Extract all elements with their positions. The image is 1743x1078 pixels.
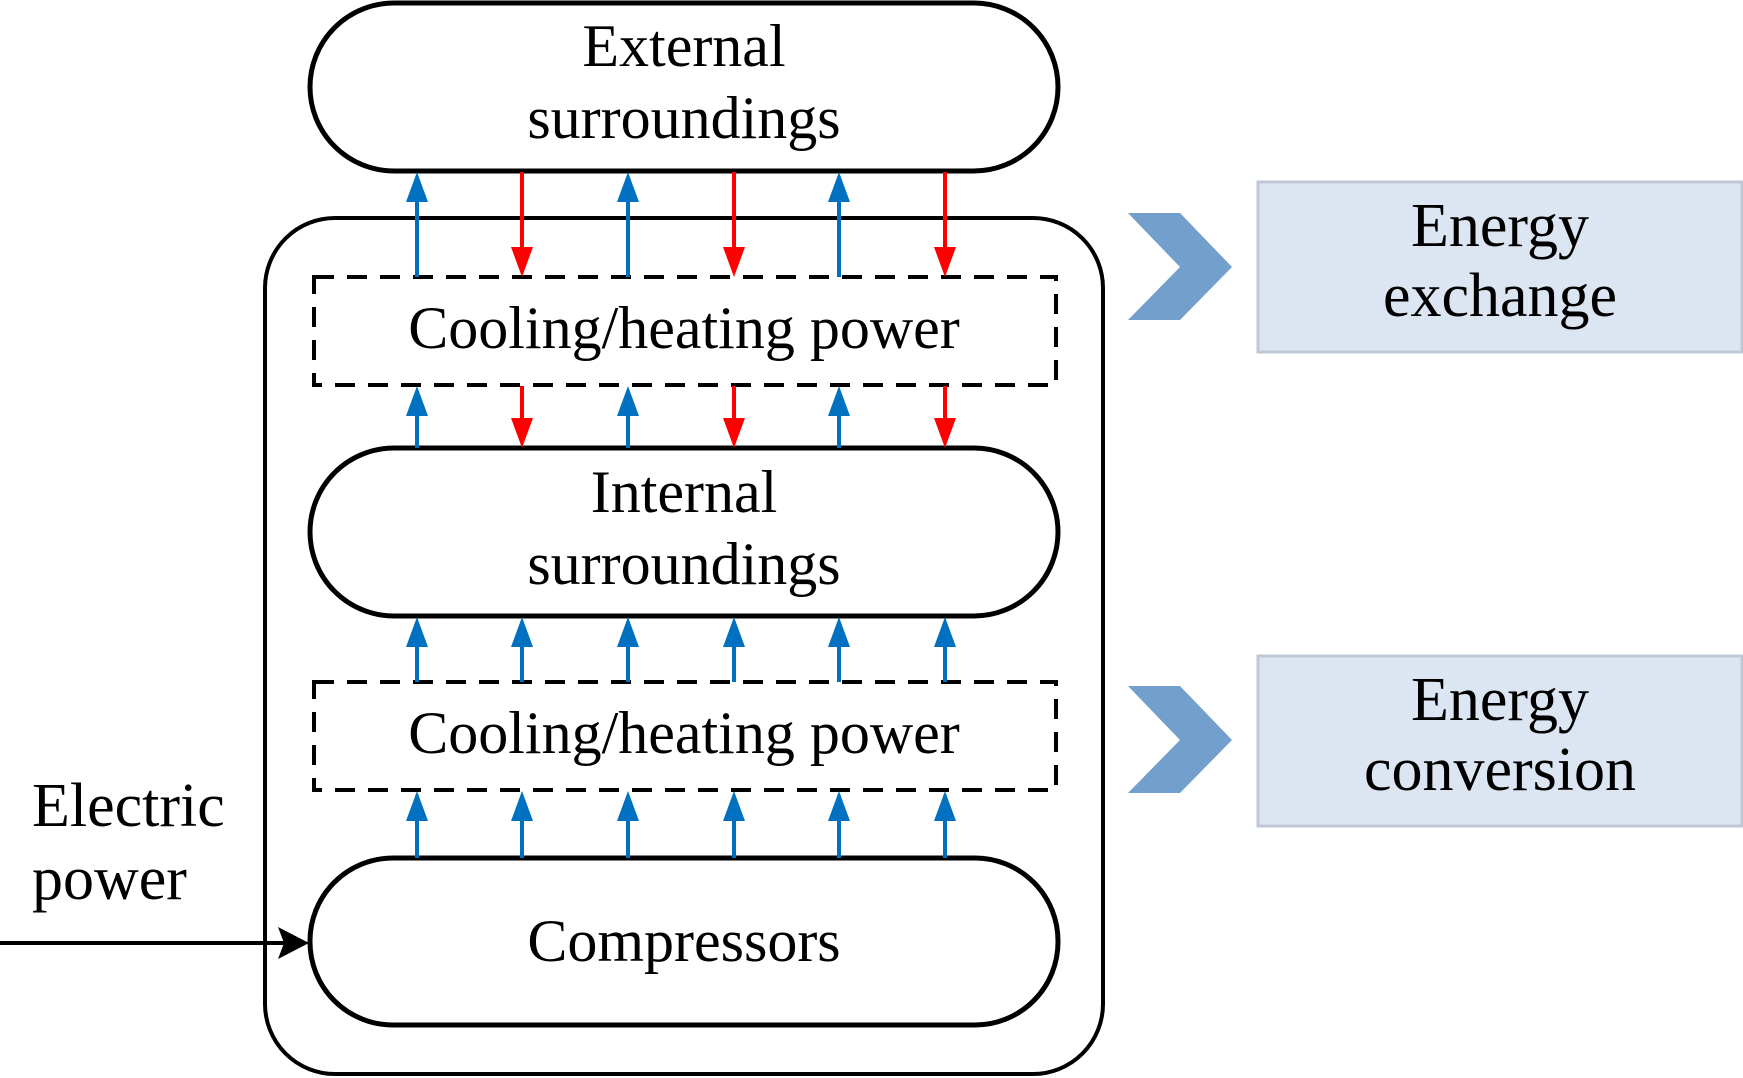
- compressors-label: Compressors: [527, 908, 840, 974]
- electric-line1: Electric: [32, 772, 225, 840]
- stage-exchange-line1: Energy: [1411, 192, 1589, 260]
- arrow-up-icon: [828, 172, 850, 277]
- arrow-down-icon: [934, 172, 956, 277]
- arrow-up-icon: [617, 172, 639, 277]
- arrow-up-icon: [828, 617, 850, 682]
- internal-surroundings-node: Internal surroundings: [307, 445, 1061, 619]
- external-surroundings-node: External surroundings: [307, 0, 1061, 174]
- arrow-up-icon: [617, 617, 639, 682]
- chevron-right-icon: [1128, 213, 1232, 320]
- arrow-up-icon: [617, 386, 639, 448]
- arrow-up-icon: [934, 617, 956, 682]
- electric-power-input: Electric power: [0, 772, 309, 959]
- cooling-heating-power-bottom: Cooling/heating power: [312, 680, 1058, 792]
- stage-conversion-line2: conversion: [1364, 736, 1636, 804]
- system-container: [263, 216, 1105, 1076]
- compressors-node: Compressors: [307, 855, 1061, 1028]
- power-top-label: Cooling/heating power: [408, 295, 960, 361]
- arrow-up-icon: [617, 791, 639, 858]
- stage-box: [1256, 654, 1743, 828]
- arrow-up-icon: [828, 386, 850, 448]
- arrow-up-icon: [406, 386, 428, 448]
- stage-conversion-line1: Energy: [1411, 666, 1589, 734]
- arrow-up-icon: [406, 791, 428, 858]
- arrow-up-icon: [406, 617, 428, 682]
- arrow-up-icon: [406, 172, 428, 277]
- chevron-right-icon: [1128, 686, 1232, 793]
- electric-power-arrowhead: [278, 927, 309, 959]
- arrow-up-icon: [511, 791, 533, 858]
- arrow-down-icon: [511, 172, 533, 277]
- internal-line2: surroundings: [527, 531, 840, 597]
- arrow-up-icon: [723, 791, 745, 858]
- energy-flow-arrows: [406, 172, 956, 858]
- cooling-heating-power-top: Cooling/heating power: [312, 275, 1058, 387]
- external-line1: External: [582, 13, 785, 79]
- stage-box: [1256, 180, 1743, 354]
- arrow-up-icon: [828, 791, 850, 858]
- external-line2: surroundings: [527, 85, 840, 151]
- arrow-up-icon: [934, 791, 956, 858]
- stage-exchange-line2: exchange: [1383, 262, 1617, 330]
- arrow-down-icon: [511, 386, 533, 448]
- stage-energy-conversion: Energy conversion: [1128, 654, 1743, 828]
- arrow-up-icon: [511, 617, 533, 682]
- arrow-down-icon: [723, 172, 745, 277]
- power-bottom-label: Cooling/heating power: [408, 700, 960, 766]
- arrow-down-icon: [723, 386, 745, 448]
- stage-energy-exchange: Energy exchange: [1128, 180, 1743, 354]
- arrow-up-icon: [723, 617, 745, 682]
- electric-line2: power: [32, 845, 187, 913]
- internal-line1: Internal: [591, 459, 778, 525]
- arrow-down-icon: [934, 386, 956, 448]
